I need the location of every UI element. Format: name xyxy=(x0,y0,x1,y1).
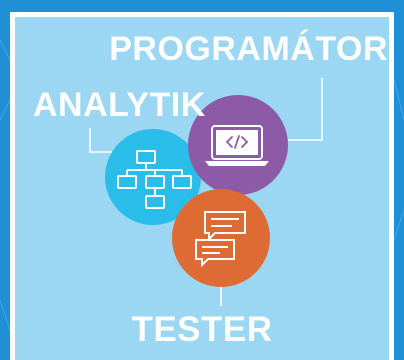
analyst-connector xyxy=(89,128,112,153)
tester-label: TESTER xyxy=(131,310,273,349)
flowchart-icon xyxy=(117,150,192,209)
background-lines xyxy=(0,39,404,331)
tester-circle xyxy=(172,189,270,287)
diagram-frame xyxy=(10,12,394,360)
laptop-code-icon xyxy=(205,125,269,166)
programmer-label: PROGRAMÁTOR xyxy=(109,30,388,68)
analyst-label: ANALYTIK xyxy=(33,86,206,124)
chat-bubbles-icon xyxy=(195,211,246,268)
programmer-connector xyxy=(288,78,323,141)
